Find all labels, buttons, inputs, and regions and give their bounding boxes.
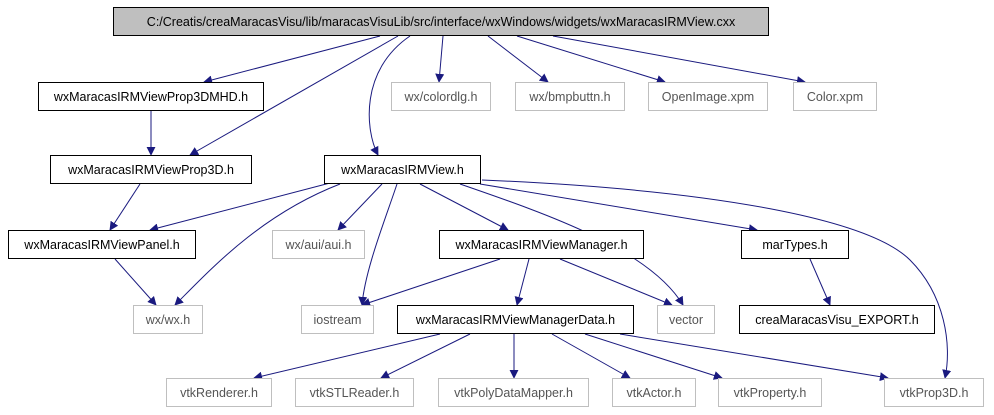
edge-root-irmview: [368, 35, 411, 156]
edge-panel-wx: [114, 258, 157, 306]
edge-irmview-manager: [419, 183, 509, 231]
edge-manager-vector: [559, 258, 673, 307]
vtk-renderer-header-node[interactable]: vtkRenderer.h: [166, 378, 272, 407]
vector-header-node[interactable]: vector: [657, 305, 715, 334]
irmview-header-node[interactable]: wxMaracasIRMView.h: [324, 155, 481, 184]
edge-root-bmpbuttn: [487, 35, 549, 83]
edge-managerdata-vtkprop3d: [619, 333, 889, 382]
root-file-node[interactable]: C:/Creatis/creaMaracasVisu/lib/maracasVi…: [113, 7, 769, 36]
export-header-node[interactable]: creaMaracasVisu_EXPORT.h: [739, 305, 935, 334]
wx-header-node[interactable]: wx/wx.h: [133, 305, 203, 334]
colordlg-header-node[interactable]: wx/colordlg.h: [391, 82, 491, 111]
edge-irmview-aui: [337, 183, 383, 231]
aui-header-node[interactable]: wx/aui/aui.h: [272, 230, 365, 259]
edge-prop3d-panel: [109, 183, 141, 231]
edge-manager-managerdata: [514, 258, 530, 306]
edge-root-prop3dmhd: [203, 35, 381, 85]
vtk-stlreader-header-node[interactable]: vtkSTLReader.h: [295, 378, 414, 407]
vtk-actor-header-node[interactable]: vtkActor.h: [612, 378, 696, 407]
dependency-edges: [109, 35, 952, 382]
vtk-prop3d-header-node[interactable]: vtkProp3D.h: [884, 378, 984, 407]
iostream-header-node[interactable]: iostream: [301, 305, 374, 334]
manager-header-node[interactable]: wxMaracasIRMViewManager.h: [439, 230, 644, 259]
edge-root-prop3d: [189, 35, 399, 156]
edge-managerdata-actor: [551, 333, 631, 379]
edge-irmview-martypes: [479, 183, 758, 234]
vtk-polydatamapper-header-node[interactable]: vtkPolyDataMapper.h: [438, 378, 589, 407]
martypes-header-node[interactable]: marTypes.h: [741, 230, 849, 259]
vtk-property-header-node[interactable]: vtkProperty.h: [718, 378, 822, 407]
edge-irmview-wx: [174, 183, 341, 306]
prop3d-header-node[interactable]: wxMaracasIRMViewProp3D.h: [50, 155, 252, 184]
edge-irmview-iostream: [358, 183, 398, 306]
color-xpm-node[interactable]: Color.xpm: [793, 82, 877, 111]
edge-martypes-export: [809, 258, 831, 306]
edge-managerdata-renderer: [253, 333, 441, 381]
bmpbuttn-header-node[interactable]: wx/bmpbuttn.h: [515, 82, 625, 111]
edge-managerdata-property: [584, 333, 723, 380]
managerdata-header-node[interactable]: wxMaracasIRMViewManagerData.h: [397, 305, 634, 334]
edge-irmview-vtkprop3d: [481, 179, 952, 379]
prop3dmhd-header-node[interactable]: wxMaracasIRMViewProp3DMHD.h: [38, 82, 264, 111]
edge-root-colordlg: [435, 35, 445, 83]
panel-header-node[interactable]: wxMaracasIRMViewPanel.h: [8, 230, 196, 259]
edge-irmview-panel: [149, 182, 331, 233]
edge-managerdata-stlreader: [380, 333, 471, 379]
edge-manager-iostream: [361, 258, 501, 307]
openimage-xpm-node[interactable]: OpenImage.xpm: [648, 82, 768, 111]
edge-root-openimage: [516, 35, 666, 84]
edge-root-colorxpm: [552, 35, 806, 85]
